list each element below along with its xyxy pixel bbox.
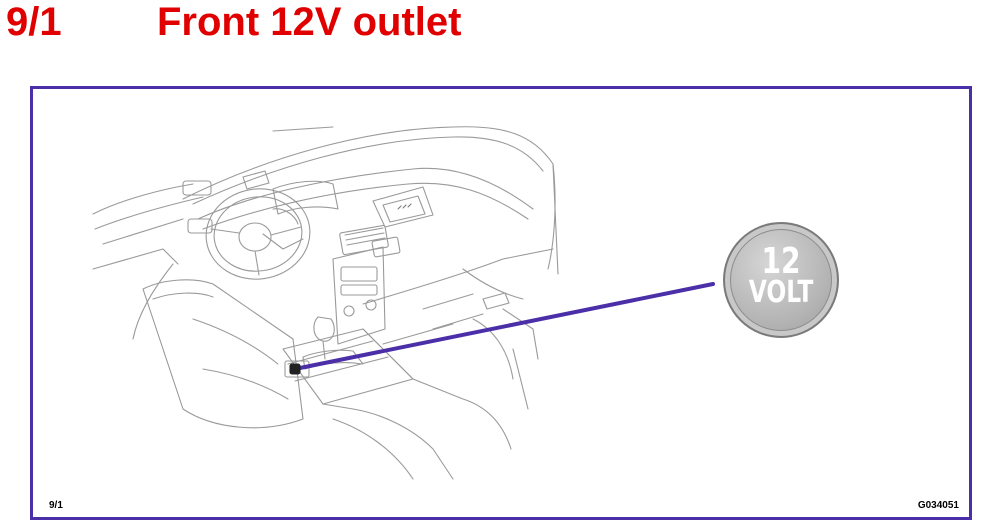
section-number: 9/1 [6, 0, 62, 44]
power-outlet-icon [289, 363, 301, 375]
badge-unit: VOLT [748, 275, 814, 310]
section-header: 9/1 Front 12V outlet [0, 0, 981, 60]
figure-code: G034051 [917, 500, 959, 511]
car-interior-illustration [92, 126, 715, 480]
badge-number: 12 [761, 241, 801, 282]
section-title: Front 12V outlet [157, 0, 462, 44]
12-volt-badge-icon: 12 VOLT [723, 222, 839, 338]
figure-id: 9/1 [49, 500, 63, 511]
illustration-frame: 12 VOLT 9/1 G034051 [30, 86, 972, 520]
